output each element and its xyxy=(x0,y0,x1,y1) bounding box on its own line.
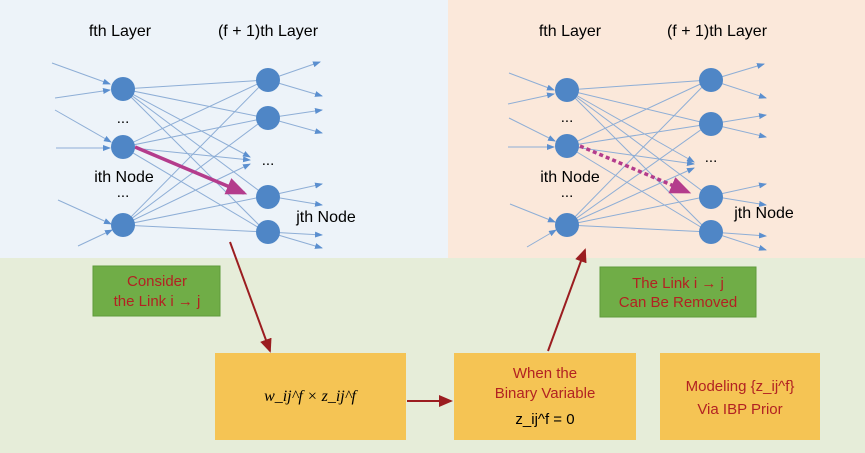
right-edge xyxy=(566,123,710,226)
left-edge xyxy=(122,146,267,233)
right-node-f1-1 xyxy=(699,68,723,92)
right-edge xyxy=(566,79,710,226)
modeling-line-2: Via IBP Prior xyxy=(697,401,782,418)
left-node-j-label: jth Node xyxy=(295,209,356,226)
consider-box: Consider the Link i → j xyxy=(92,265,221,317)
left-edges xyxy=(51,61,323,249)
left-incoming-edge xyxy=(57,199,112,225)
right-node-j xyxy=(699,185,723,209)
left-edge xyxy=(122,195,267,226)
arrow-binary-to-network xyxy=(547,248,587,352)
binary-line-2: Binary Variable xyxy=(495,385,596,402)
left-incoming-edge xyxy=(51,62,111,85)
right-edge xyxy=(566,195,710,226)
consider-line-2: the Link i → j xyxy=(114,293,201,310)
left-highlighted-link xyxy=(134,145,248,195)
left-panel-background xyxy=(0,0,448,258)
right-edge xyxy=(566,89,710,233)
left-dots-right: ... xyxy=(262,152,275,169)
right-incoming-edge xyxy=(507,92,555,105)
left-edge xyxy=(122,224,267,233)
left-node-f-3 xyxy=(111,213,135,237)
right-incoming-edge xyxy=(508,117,556,142)
binary-line-1: When the xyxy=(513,365,577,382)
left-edge xyxy=(122,163,251,226)
consider-line-1: Consider xyxy=(127,273,187,290)
right-node-f1-2 xyxy=(699,112,723,136)
right-layer-f1-label: (f + 1)th Layer xyxy=(667,23,768,40)
right-edge xyxy=(566,79,710,91)
right-panel-background xyxy=(448,0,865,258)
right-incoming-edge xyxy=(509,203,556,223)
right-edge xyxy=(566,79,710,147)
right-dots-right: ... xyxy=(705,149,718,166)
right-dots-upper: ... xyxy=(561,109,574,126)
right-removed-link xyxy=(579,144,692,194)
removed-box: The Link i → j Can Be Removed xyxy=(599,266,757,318)
left-edge xyxy=(122,79,267,226)
weight-box: w_ij^f × z_ij^f xyxy=(215,353,406,440)
right-layer-f-label: fth Layer xyxy=(539,23,602,40)
right-incoming-edge xyxy=(526,229,557,248)
left-edge xyxy=(122,79,267,90)
modeling-box: Modeling {z_ij^f} Via IBP Prior xyxy=(660,353,820,440)
left-edge xyxy=(122,88,267,119)
removed-line-1: The Link i → j xyxy=(632,275,724,292)
left-edge xyxy=(122,88,267,233)
right-incoming-edge xyxy=(508,72,555,91)
weight-expression: w_ij^f × z_ij^f xyxy=(264,388,358,405)
binary-line-3: z_ij^f = 0 xyxy=(515,411,574,428)
left-layer-f1-label: (f + 1)th Layer xyxy=(218,23,319,40)
modeling-line-1: Modeling {z_ij^f} xyxy=(686,378,795,395)
right-node-j-label: jth Node xyxy=(733,205,794,222)
removed-line-2: Can Be Removed xyxy=(619,294,737,311)
right-edge xyxy=(566,145,710,233)
right-dots-lower: ... xyxy=(561,184,574,201)
left-node-f1-2 xyxy=(256,106,280,130)
left-node-i-label: ith Node xyxy=(94,169,154,186)
left-node-j xyxy=(256,185,280,209)
right-network: fth Layer (f + 1)th Layer ... ... ... it… xyxy=(507,23,794,251)
right-node-i xyxy=(555,134,579,158)
left-edge xyxy=(122,117,267,148)
binary-box: When the Binary Variable z_ij^f = 0 xyxy=(454,353,636,440)
left-node-f-1 xyxy=(111,77,135,101)
right-edge xyxy=(566,89,710,125)
left-dots-upper: ... xyxy=(117,110,130,127)
left-incoming-edge xyxy=(54,88,111,99)
right-edge xyxy=(566,224,710,233)
left-network: fth Layer (f + 1)th Layer ... ... ... it… xyxy=(51,23,356,249)
left-incoming-edge xyxy=(77,229,113,247)
left-node-f1-4 xyxy=(256,220,280,244)
left-node-i xyxy=(111,135,135,159)
left-edge xyxy=(122,79,267,148)
right-node-f-1 xyxy=(555,78,579,102)
left-layer-f-label: fth Layer xyxy=(89,23,152,40)
left-node-f1-1 xyxy=(256,68,280,92)
right-node-f1-4 xyxy=(699,220,723,244)
arrow-to-weight-box xyxy=(229,241,272,353)
right-node-f-3 xyxy=(555,213,579,237)
left-incoming-edge xyxy=(54,109,112,143)
left-dots-lower: ... xyxy=(117,184,130,201)
right-edge xyxy=(566,123,710,147)
right-node-i-label: ith Node xyxy=(540,169,600,186)
